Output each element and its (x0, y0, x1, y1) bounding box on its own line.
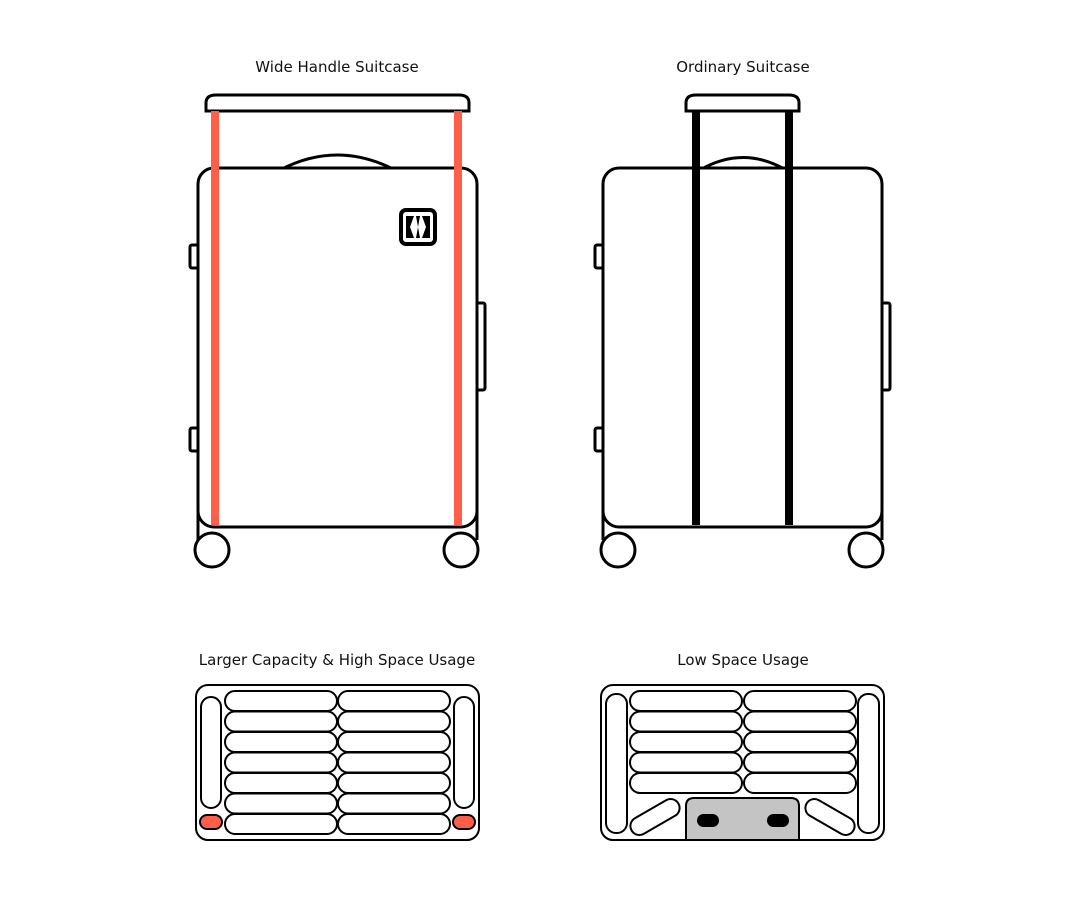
clothing-roll (743, 751, 857, 774)
clothing-roll (224, 751, 338, 774)
clothing-roll (743, 710, 857, 733)
wide-pole-right (454, 111, 462, 525)
wide-pole-cross-section (452, 814, 476, 830)
clothing-roll (224, 710, 338, 733)
wide-pole-left (211, 111, 219, 525)
low-space-title: Low Space Usage (677, 651, 809, 669)
clothing-roll (337, 690, 451, 712)
wheel (847, 531, 885, 569)
ordinary-suitcase (593, 93, 892, 569)
suitcase-body (196, 166, 479, 529)
narrow-pole-left (692, 111, 700, 525)
wheel (599, 531, 637, 569)
logo-icon (399, 208, 437, 246)
suitcase-body (601, 166, 884, 529)
clothing-roll (224, 690, 338, 712)
wide-handle-suitcase-title: Wide Handle Suitcase (255, 58, 419, 76)
clothing-roll (337, 792, 451, 815)
wide-handle-bar (204, 93, 471, 113)
clothing-roll (743, 772, 857, 794)
top-carry-handle (279, 153, 396, 172)
clothing-roll (743, 690, 857, 712)
clothing-roll (337, 751, 451, 774)
low-space-interior (600, 684, 885, 841)
narrow-pole-cross-section (767, 814, 789, 827)
wide-handle-suitcase (188, 93, 487, 569)
clothing-roll (337, 731, 451, 753)
wheel (442, 531, 480, 569)
clothing-roll (629, 710, 743, 733)
large-capacity-title: Larger Capacity & High Space Usage (198, 651, 476, 669)
clothing-roll (337, 710, 451, 733)
large-capacity-interior (195, 684, 480, 841)
clothing-roll (224, 731, 338, 753)
clothing-roll (224, 813, 338, 835)
clothing-roll (743, 731, 857, 753)
clothing-roll (224, 772, 338, 794)
clothing-roll (224, 792, 338, 815)
clothing-roll (337, 813, 451, 835)
narrow-handle-bar (684, 93, 801, 113)
clothing-roll (629, 751, 743, 774)
narrow-pole-cross-section (697, 814, 719, 827)
wide-pole-cross-section (199, 814, 223, 830)
narrow-pole-right (785, 111, 793, 525)
clothing-roll (629, 690, 743, 712)
wheel (193, 531, 231, 569)
clothing-roll (337, 772, 451, 794)
clothing-roll (629, 731, 743, 753)
clothing-roll (629, 772, 743, 794)
ordinary-suitcase-title: Ordinary Suitcase (676, 58, 810, 76)
handle-housing (685, 797, 800, 841)
